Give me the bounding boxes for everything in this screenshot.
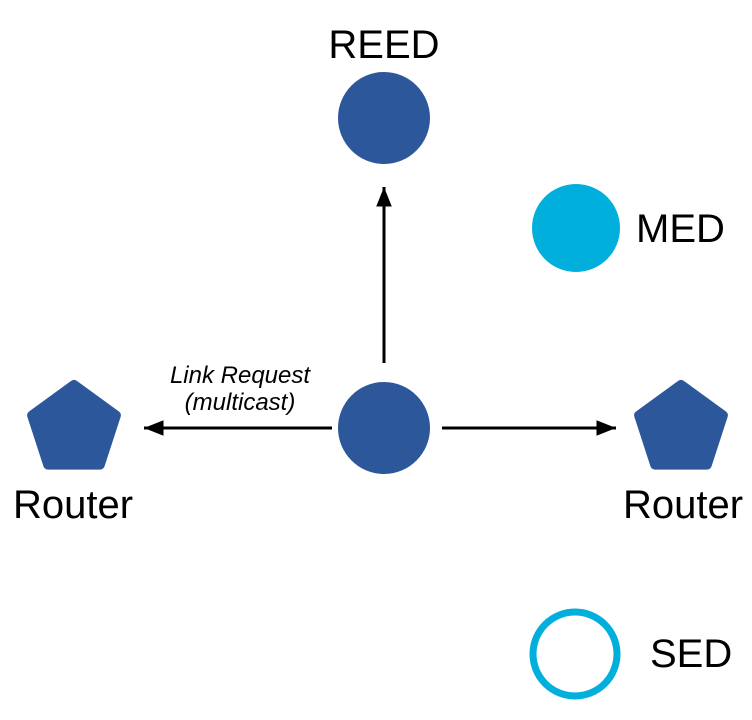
sed-label: SED [650,632,732,676]
router-left-label: Router [13,483,133,527]
reed-label: REED [328,23,439,67]
router-right-pentagon [634,380,728,470]
router-right-label: Router [623,483,743,527]
sed-node-circle [529,608,621,700]
link-request-annotation-line1: Link Request [170,362,311,389]
med-node-circle [532,184,620,272]
link-request-annotation-line2: (multicast) [185,389,296,416]
center-node-circle [338,382,430,474]
med-label: MED [636,207,725,251]
router-left-pentagon [27,380,121,470]
reed-node-circle [338,72,430,164]
